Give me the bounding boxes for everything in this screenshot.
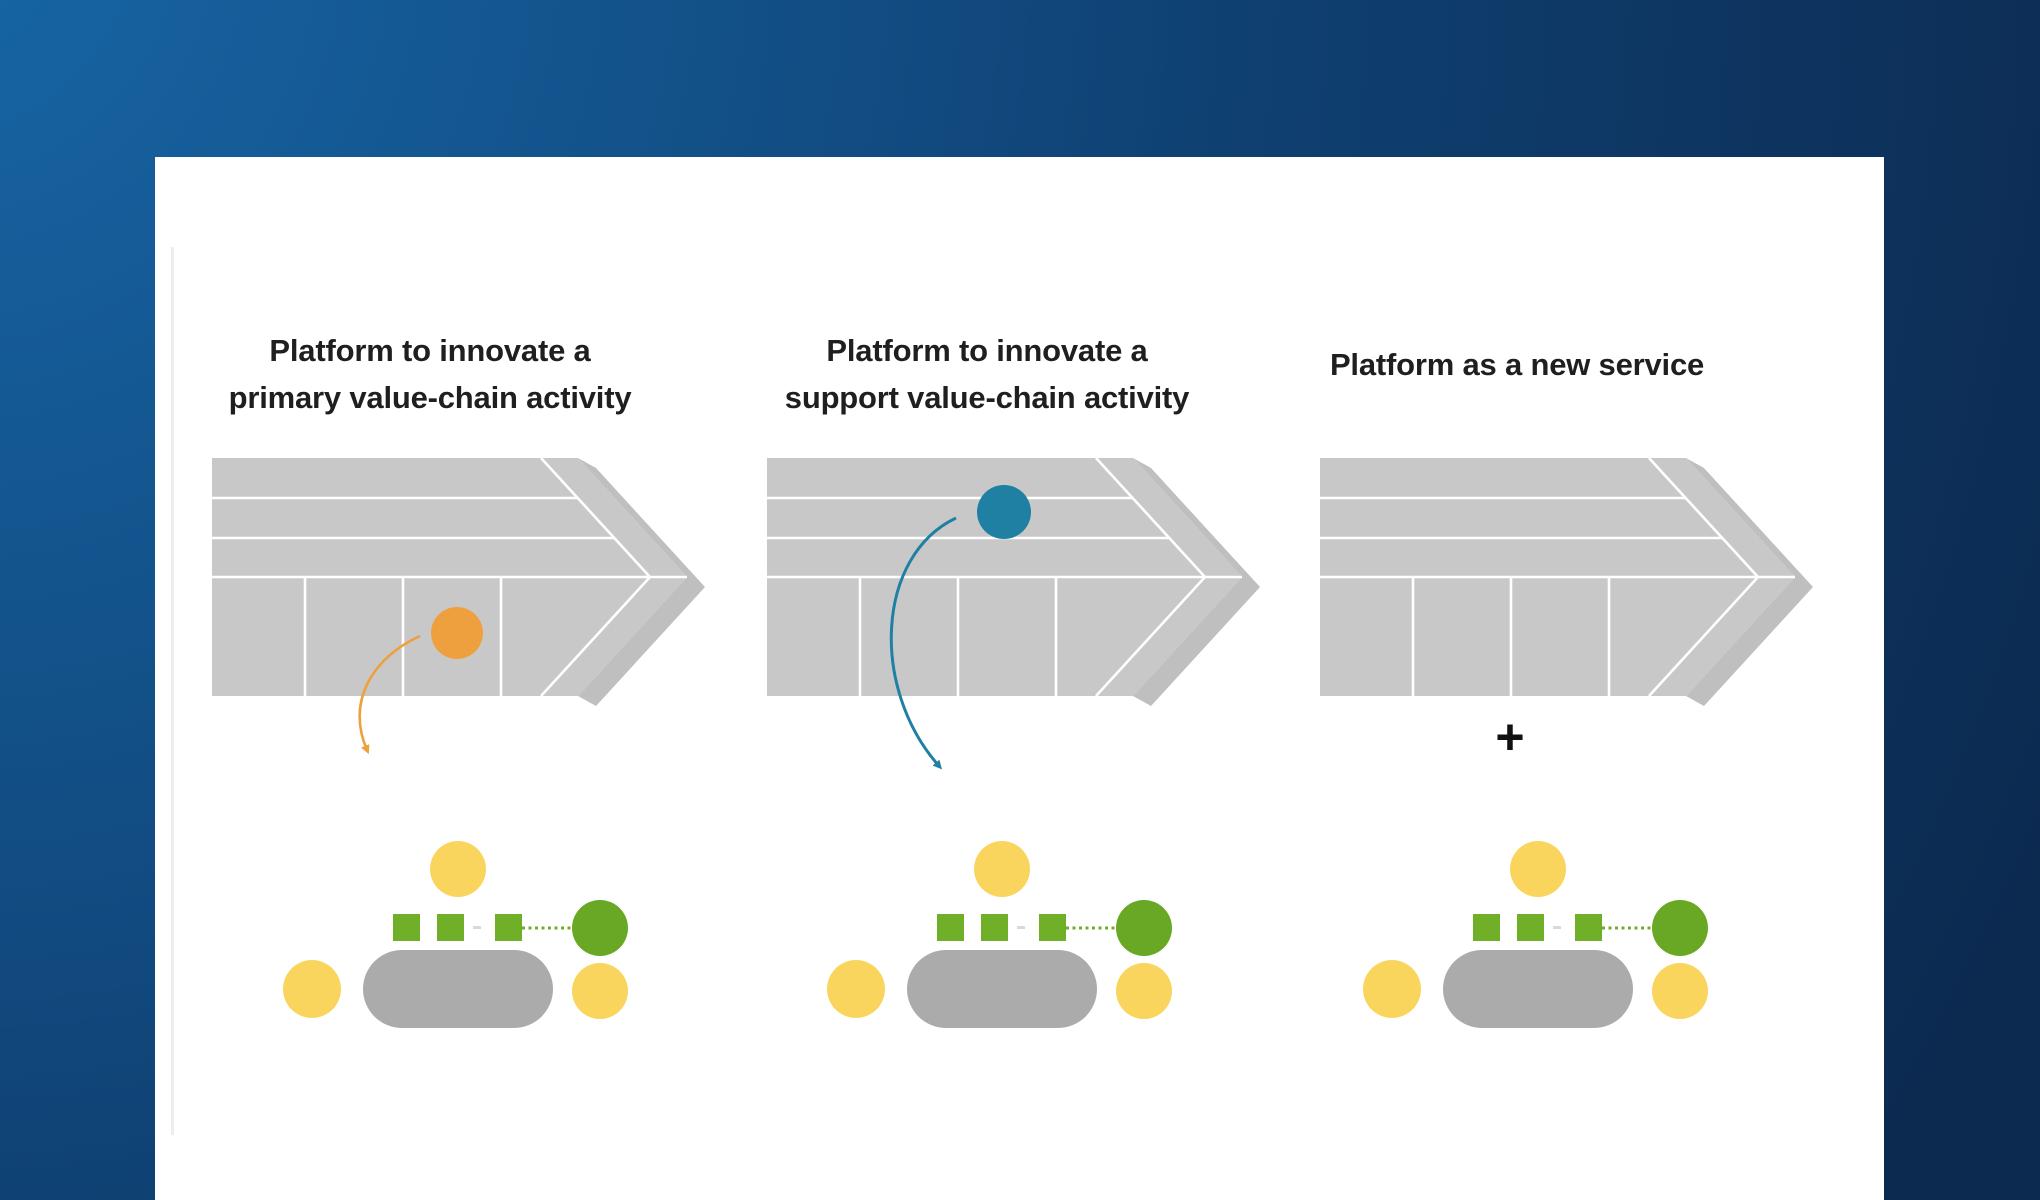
platform-network-icon-2	[827, 841, 1172, 1028]
platform-network-icon-3	[1363, 841, 1708, 1028]
panel2-title: Platform to innovate a support value-cha…	[707, 322, 1267, 426]
curved-arrow-icon-teal	[889, 516, 957, 770]
value-chain-arrow-icon-3	[1320, 457, 1813, 706]
value-chain-arrow-icon-2	[767, 457, 1260, 706]
curved-arrow-icon-orange	[358, 634, 421, 755]
value-chain-arrow-icon-1	[212, 457, 705, 706]
panel3-title-line1: Platform as a new service	[1329, 346, 1705, 382]
panel1-title-line2: primary value-chain activity	[228, 380, 632, 415]
primary-activity-highlight-dot	[431, 607, 483, 659]
slide-edge-line	[171, 247, 174, 1135]
panel1-title-line1: Platform to innovate a	[269, 333, 591, 368]
panel1-title: Platform to innovate a primary value-cha…	[150, 322, 710, 426]
platform-network-icon-1	[283, 841, 628, 1028]
panel2-title-line1: Platform to innovate a	[826, 333, 1148, 368]
plus-icon: +	[1495, 709, 1525, 765]
panel3-title: Platform as a new service	[1237, 312, 1797, 416]
support-activity-highlight-dot	[977, 485, 1031, 539]
panel2-title-line2: support value-chain activity	[784, 380, 1190, 415]
